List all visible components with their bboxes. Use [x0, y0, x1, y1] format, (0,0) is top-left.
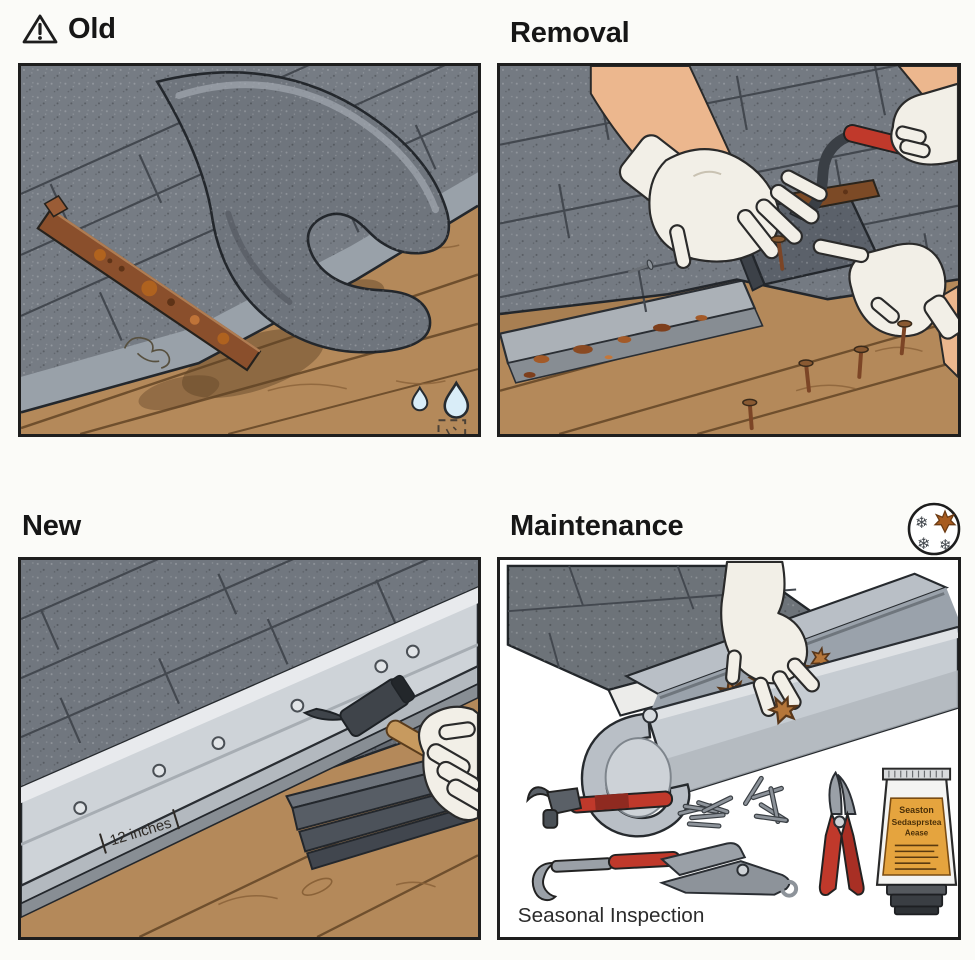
gloved-hand-clearing-leaves [720, 560, 820, 726]
dashed-square-marker-icon [437, 419, 467, 434]
curled-lifted-shingle [155, 71, 451, 354]
water-drop-icon [443, 380, 470, 419]
maintenance-panel-header: Maintenance [510, 510, 684, 543]
new-drip-edge: 12 inches [21, 586, 478, 919]
sprout-doodle [123, 336, 171, 369]
drip-edge-nails [73, 644, 420, 815]
snips-icon [818, 770, 865, 896]
panel-title-removal: Removal [510, 17, 630, 49]
gloved-hand-gripping-hammer [417, 705, 478, 822]
tube-label-line: Aease [905, 829, 929, 838]
panel-removal-illustration [497, 63, 961, 437]
seasonal-inspection-caption: Seasonal Inspection [518, 904, 705, 927]
wood-deck [21, 697, 478, 937]
shingle-field [21, 560, 478, 788]
water-drop-icon [411, 385, 429, 412]
panel-maintenance-illustration: Seaston Sedasprstea Aease Seasonal Inspe… [497, 557, 961, 940]
claw-hammer-icon [526, 786, 674, 829]
sealant-tube-icon: Seaston Sedasprstea Aease [875, 767, 958, 916]
gloved-pointing-hand [812, 238, 958, 378]
shingle-stack [285, 751, 476, 871]
snowflake-icon: ❄ [939, 537, 952, 554]
tube-label-line: Sedasprstea [892, 817, 942, 827]
seamer-tongs-icon [658, 842, 799, 898]
panel-new-illustration: 12 inches [18, 557, 481, 940]
panel-old-illustration [18, 63, 481, 437]
panel-title-new: New [22, 510, 82, 542]
old-panel-header: Old [22, 12, 116, 46]
snowflake-icon: ❄ [917, 536, 930, 553]
panel-title-maintenance: Maintenance [510, 510, 684, 542]
rusted-drip-edge-strip [36, 194, 262, 372]
panel-title-old: Old [68, 12, 116, 45]
rusty-nails [628, 235, 913, 431]
nails-pile-icon [677, 795, 734, 829]
snowflake-icon: ❄ [915, 515, 928, 532]
maple-leaf-icon [766, 694, 800, 726]
warning-triangle-icon [22, 14, 58, 44]
new-panel-header: New [22, 510, 81, 543]
maple-leaf-icon [933, 509, 957, 534]
nails-pile-icon [742, 775, 789, 825]
tube-label-line: Seaston [899, 805, 934, 815]
gloved-hand-holding-pry-bar [890, 66, 958, 166]
pry-bar-icon [531, 850, 681, 902]
removal-panel-header: Removal [510, 17, 630, 50]
gloved-hand-pressing-shingles [589, 66, 828, 269]
seasonal-cycle-icon: ❄ ❄ ❄ [907, 502, 961, 556]
